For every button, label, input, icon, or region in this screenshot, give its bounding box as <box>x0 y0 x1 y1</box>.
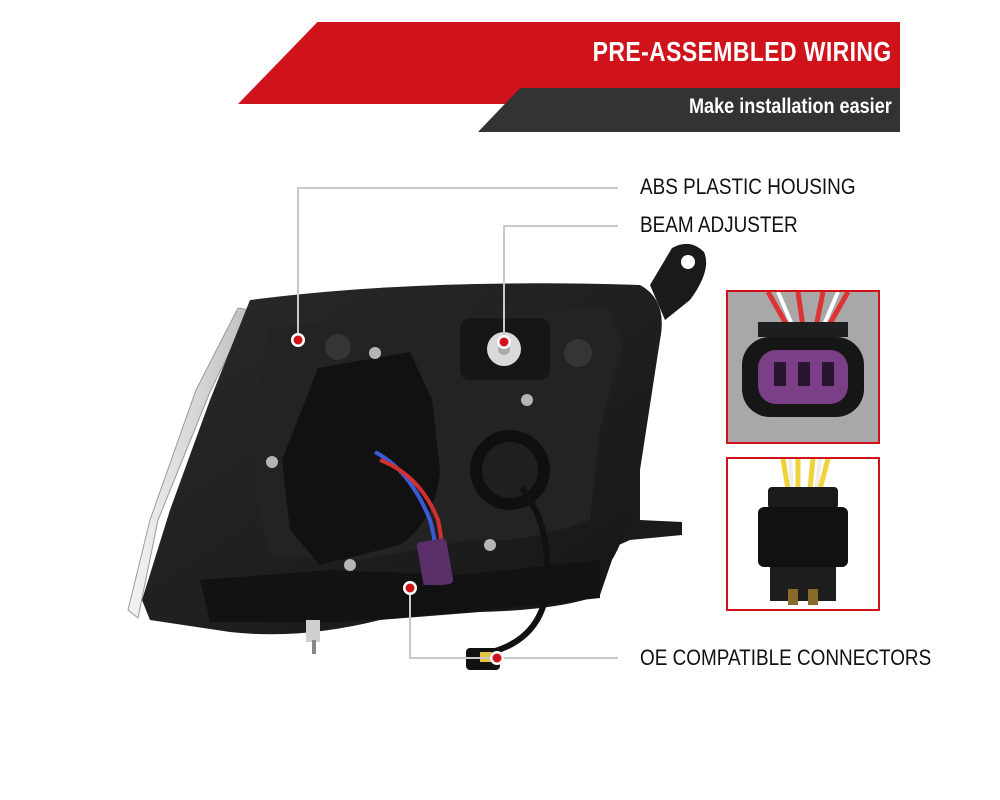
callout-dot-icon <box>403 581 417 595</box>
mounting-hole <box>681 255 695 269</box>
label-oe-compatible-connectors: OE COMPATIBLE CONNECTORS <box>640 645 932 670</box>
callout-line-housing <box>297 187 618 338</box>
label-abs-plastic-housing: ABS PLASTIC HOUSING <box>640 174 856 199</box>
connector-inset-image <box>726 457 880 611</box>
header-banner-dark <box>478 88 900 132</box>
callout-dot-icon <box>497 335 511 349</box>
banner-title: PRE-ASSEMBLED WIRING <box>592 36 892 67</box>
callout-dot-icon <box>490 651 504 665</box>
callout-dot-icon <box>291 333 305 347</box>
bulb-cover <box>282 352 440 565</box>
banner-subtitle: Make installation easier <box>689 95 892 118</box>
label-beam-adjuster: BEAM ADJUSTER <box>640 212 798 237</box>
callout-line-adjuster <box>503 225 618 342</box>
three-pin-connector-image <box>728 292 878 442</box>
socket-connector-image <box>728 459 878 609</box>
connector-inset-image <box>726 290 880 444</box>
